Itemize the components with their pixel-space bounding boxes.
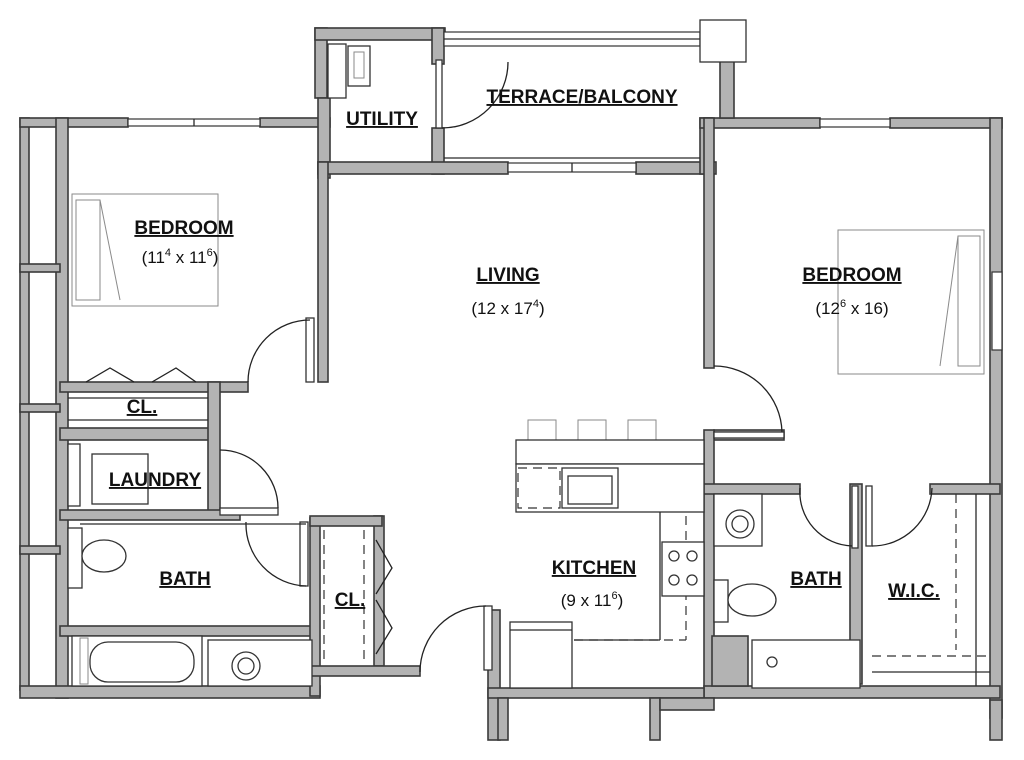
bed-left (71, 193, 219, 307)
label-bath-right: BATH (790, 569, 841, 590)
bath-right-toilet-tank (713, 579, 729, 623)
windows (127, 19, 1003, 351)
wall-hall-closet-bottom (309, 665, 421, 677)
wall-top-right-b (889, 117, 1003, 129)
wall-bedroom-right-left (703, 117, 715, 369)
wall-bedroom-closet (59, 381, 249, 393)
wall-bath-bottom (59, 625, 319, 637)
label-closet-left: CL. (127, 397, 158, 418)
bath-right-toilet (727, 583, 777, 617)
label-terrace: TERRACE/BALCONY (486, 87, 677, 108)
wall-laundry-bottom (59, 509, 241, 521)
dim-living: (12 x 174) (471, 298, 544, 318)
wall-bedroom-living (317, 161, 329, 383)
wall-hall-closet-top (309, 515, 383, 527)
door-hall-closet-b (375, 599, 393, 655)
door-bedroom-left (305, 317, 315, 383)
laundry-shelf (67, 443, 81, 507)
room-labels: UTILITY TERRACE/BALCONY BEDROOM (114 x 1… (109, 87, 940, 611)
stool-3 (627, 419, 657, 441)
wall-utility-top (314, 27, 446, 41)
wall-left-stub-2 (19, 403, 61, 413)
label-living: LIVING (476, 265, 539, 286)
wall-wic-top (929, 483, 1001, 495)
door-bedroom-right (713, 431, 785, 439)
terrace-post (719, 59, 735, 119)
kitchen-bar (515, 439, 705, 465)
label-kitchen: KITCHEN (552, 558, 636, 579)
stool-2 (577, 419, 607, 441)
door-utility (435, 59, 443, 129)
walls (19, 27, 1003, 741)
label-closet-hall: CL. (335, 590, 366, 611)
dim-bedroom-right: (126 x 16) (815, 298, 888, 318)
wall-corridor-a (497, 697, 509, 741)
door-entry (483, 605, 493, 671)
wall-top-right-a (699, 117, 821, 129)
kitchen-range (661, 541, 705, 597)
wall-kitchen-bottom (487, 687, 705, 699)
door-closet-left-b (151, 367, 197, 383)
door-laundry (219, 507, 279, 516)
wall-bottom-left (19, 685, 321, 699)
label-bedroom-right: BEDROOM (802, 265, 901, 286)
label-bedroom-left: BEDROOM (134, 218, 233, 239)
wall-utility-right-a (431, 27, 445, 65)
utility-unit-small (327, 43, 347, 99)
doors (85, 59, 933, 673)
wall-left-stub-3 (19, 545, 61, 555)
wall-corridor-b (649, 697, 661, 741)
window-bedroom-right-side (991, 271, 1003, 351)
wall-left-stub-1 (19, 263, 61, 273)
kitchen-fridge (509, 621, 573, 689)
label-utility: UTILITY (346, 109, 418, 130)
door-bath-left (299, 521, 309, 587)
door-hall-closet-a (375, 539, 393, 595)
label-wic: W.I.C. (888, 581, 940, 602)
fixtures (67, 43, 990, 689)
wall-corridor-top (659, 697, 715, 711)
label-bath-left: BATH (159, 569, 210, 590)
washer-dryer (91, 453, 149, 505)
wall-far-right (989, 117, 1003, 719)
door-wic (865, 485, 873, 547)
wall-bottom-right-post (989, 699, 1003, 741)
door-closet-left-a (85, 367, 135, 383)
wall-living-top-a (317, 161, 509, 175)
wall-top-left-a (19, 117, 129, 128)
window-bedroom-right (819, 118, 891, 128)
wall-bath-right-top (703, 483, 801, 495)
bath-left-toilet (81, 539, 127, 573)
bed-right (837, 229, 985, 375)
wall-laundry-right (207, 381, 221, 513)
dim-kitchen: (9 x 116) (561, 590, 624, 610)
label-laundry: LAUNDRY (109, 470, 202, 491)
door-bath-right (851, 485, 859, 549)
bath-left-toilet-tank (67, 527, 83, 589)
terrace-column (699, 19, 747, 63)
stool-1 (527, 419, 557, 441)
wall-closet-bottom (59, 427, 219, 441)
wall-bath-right-chase (711, 635, 749, 687)
dim-bedroom-left: (114 x 116) (142, 247, 219, 267)
